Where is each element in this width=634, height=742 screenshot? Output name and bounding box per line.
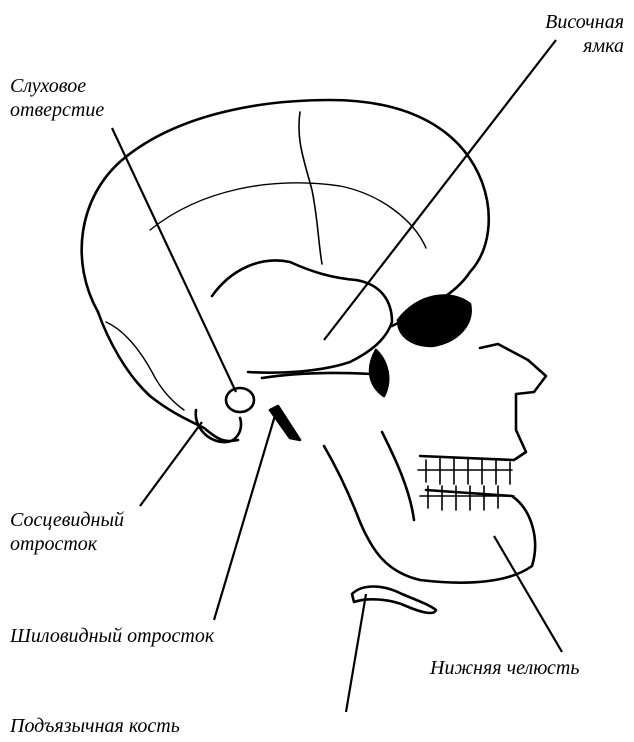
leader-auditory-opening xyxy=(112,128,236,392)
mandible xyxy=(324,446,535,583)
label-auditory-opening-line1: Слуховое xyxy=(10,74,104,98)
occipital-outline xyxy=(98,312,238,441)
label-auditory-opening: Слуховое отверстие xyxy=(10,74,104,122)
leader-mastoid-process xyxy=(140,422,202,506)
maxilla xyxy=(420,344,546,460)
orbit xyxy=(398,296,471,346)
upper-teeth xyxy=(418,458,512,484)
cranium-outline xyxy=(82,100,489,326)
label-temporal-fossa: Височная ямка xyxy=(545,10,624,58)
label-mastoid-process: Сосцевидный отросток xyxy=(10,508,124,556)
temporal-fossa-outline xyxy=(212,260,392,372)
label-temporal-fossa-line1: Височная xyxy=(545,10,624,34)
label-styloid-process-text: Шиловидный отросток xyxy=(10,624,214,648)
label-hyoid-bone-text: Подъязычная кость xyxy=(10,714,180,738)
squamous-suture xyxy=(150,183,426,248)
label-auditory-opening-line2: отверстие xyxy=(10,98,104,122)
label-lower-jaw-text: Нижняя челюсть xyxy=(430,656,579,680)
leader-lower-jaw xyxy=(494,536,562,652)
leader-hyoid-bone xyxy=(346,594,366,712)
auditory-opening xyxy=(226,388,254,412)
nasal-cavity xyxy=(370,350,388,396)
lambdoid-suture xyxy=(106,322,184,410)
label-mastoid-process-line1: Сосцевидный xyxy=(10,508,124,532)
label-hyoid-bone: Подъязычная кость xyxy=(10,714,180,738)
label-styloid-process: Шиловидный отросток xyxy=(10,624,214,648)
label-lower-jaw: Нижняя челюсть xyxy=(430,656,579,680)
mandible-ramus xyxy=(382,432,414,520)
styloid-process xyxy=(270,406,300,440)
label-mastoid-process-line2: отросток xyxy=(10,532,124,556)
label-temporal-fossa-line2: ямка xyxy=(545,34,624,58)
coronal-suture xyxy=(299,112,322,264)
